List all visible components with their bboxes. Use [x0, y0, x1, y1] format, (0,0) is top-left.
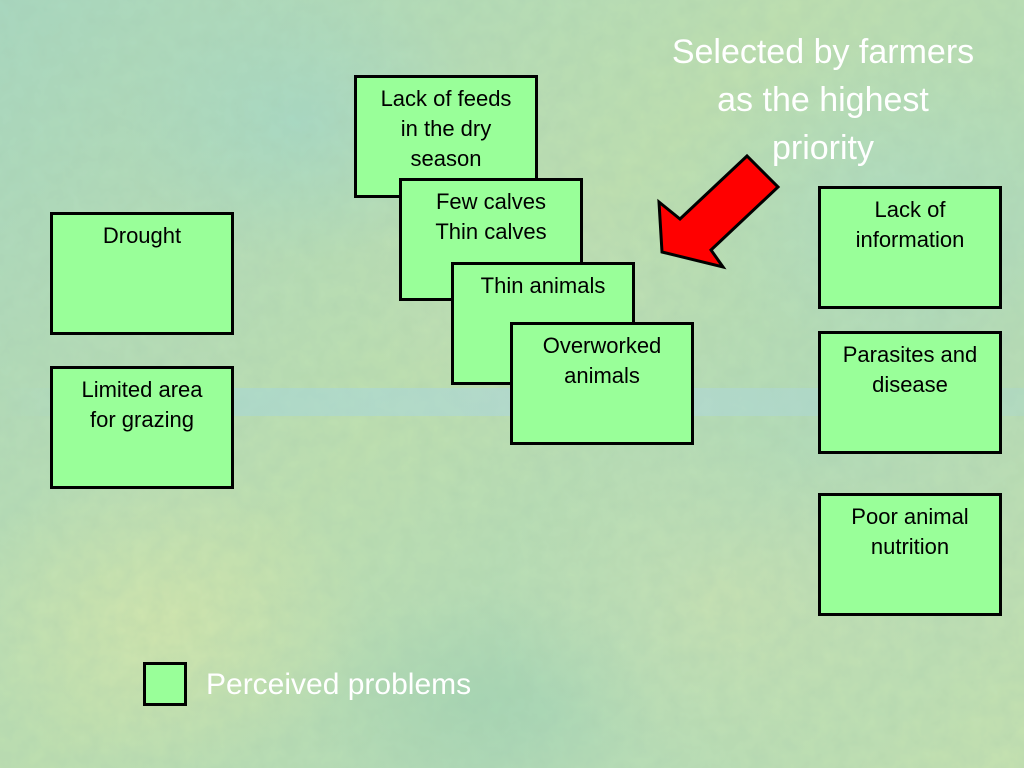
- problem-box-poor-animal-nutrition: Poor animal nutrition: [818, 493, 1002, 616]
- priority-arrow-icon: [657, 153, 781, 270]
- box-line: Thin calves: [435, 219, 547, 244]
- legend-label: Perceived problems: [206, 668, 472, 701]
- box-line: Drought: [102, 223, 182, 248]
- box-line: Thin animals: [480, 273, 606, 298]
- box-line: disease: [872, 372, 948, 397]
- problem-box-overworked-animals: Overworked animals: [510, 322, 694, 445]
- problem-box-parasites-and-disease: Parasites and disease: [818, 331, 1002, 454]
- box-line: Limited area: [81, 377, 203, 402]
- problem-box-lack-of-information: Lack of information: [818, 186, 1002, 309]
- annotation-line: Selected by farmers: [671, 33, 975, 71]
- box-line: season: [410, 146, 482, 171]
- box-line: Lack of: [874, 197, 946, 222]
- box-line: Parasites and: [842, 342, 978, 367]
- box-line: in the dry: [400, 116, 492, 141]
- box-line: Lack of feeds: [380, 86, 512, 111]
- box-line: Poor animal: [851, 504, 969, 529]
- box-line: nutrition: [870, 534, 950, 559]
- box-line: Few calves: [435, 189, 547, 214]
- box-line: Overworked: [542, 333, 662, 358]
- problem-box-drought: Drought: [50, 212, 234, 335]
- box-line: for grazing: [90, 407, 194, 432]
- annotation-line: as the highest: [717, 81, 929, 119]
- problem-box-limited-area: Limited area for grazing: [50, 366, 234, 489]
- box-line: information: [855, 227, 965, 252]
- box-line: animals: [564, 363, 640, 388]
- legend-swatch: [143, 662, 187, 706]
